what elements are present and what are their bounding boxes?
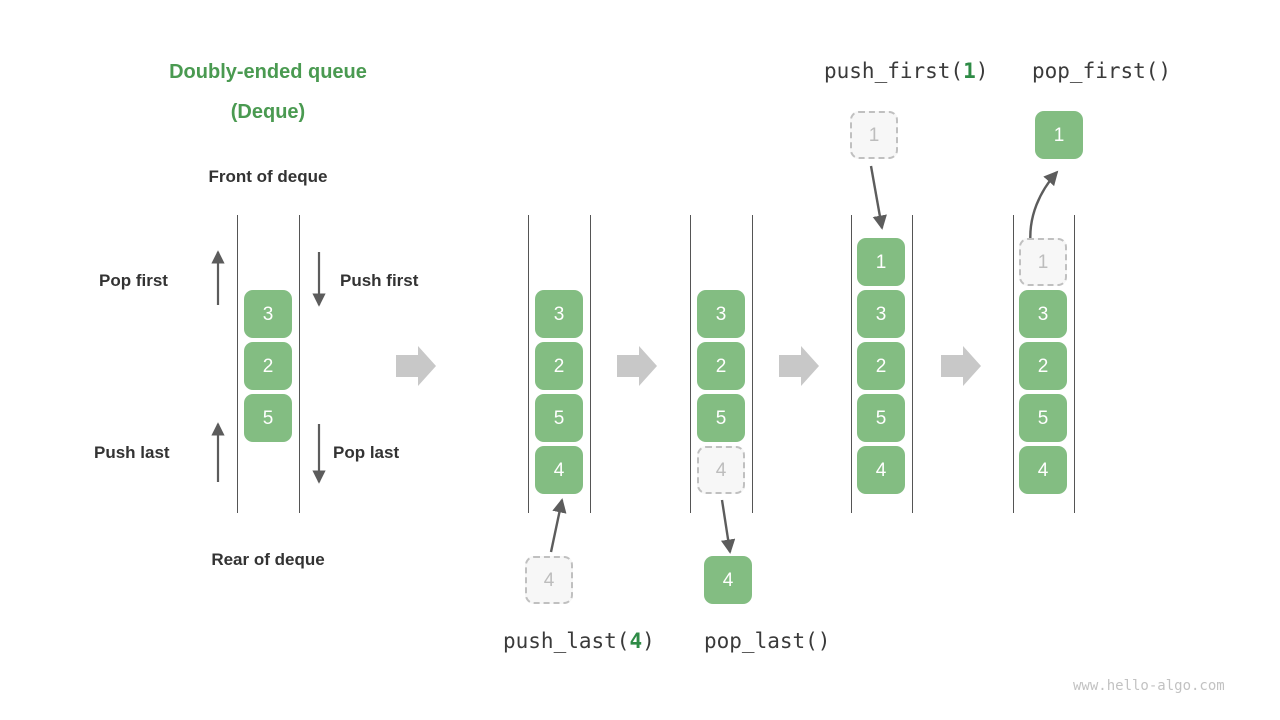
deque-rail-left	[690, 215, 691, 513]
deque-rail-left	[237, 215, 238, 513]
pop-first-label: Pop first	[99, 271, 168, 290]
deque-rail-left	[851, 215, 852, 513]
deque-rail-right	[1074, 215, 1075, 513]
pop-last-transfer-arrow	[720, 499, 736, 554]
pop-last-code-label: pop_last()	[704, 629, 831, 653]
pop-last-label: Pop last	[333, 443, 400, 462]
step-arrow-2	[617, 346, 657, 386]
node: 3	[535, 290, 583, 338]
node: 1	[857, 238, 905, 286]
diagram-title-line2: (Deque)	[230, 101, 306, 123]
step-arrow-1	[396, 346, 436, 386]
node: 2	[535, 342, 583, 390]
rear-of-deque-label: Rear of deque	[211, 550, 325, 569]
node: 5	[535, 394, 583, 442]
node: 2	[244, 342, 292, 390]
push-last-code-arg: 4	[629, 629, 643, 653]
deque-rail-left	[528, 215, 529, 513]
node: 5	[697, 394, 745, 442]
step-arrow-3	[779, 346, 819, 386]
diagram-title-line1: Doubly-ended queue	[169, 61, 367, 83]
push-last-code-close: )	[642, 629, 655, 653]
removed-node-ghost: 4	[697, 446, 745, 494]
watermark: www.hello-algo.com	[1073, 678, 1225, 694]
step-arrow-4	[941, 346, 981, 386]
node: 5	[244, 394, 292, 442]
node: 3	[1019, 290, 1067, 338]
deque-rail-right	[752, 215, 753, 513]
node: 2	[697, 342, 745, 390]
push-last-transfer-arrow	[549, 498, 567, 553]
node: 4	[1019, 446, 1067, 494]
incoming-node-ghost: 1	[850, 111, 898, 159]
node: 5	[1019, 394, 1067, 442]
outgoing-node: 4	[704, 556, 752, 604]
push-first-label: Push first	[340, 271, 419, 290]
deque-rail-right	[912, 215, 913, 513]
node: 3	[697, 290, 745, 338]
push-last-label: Push last	[94, 443, 170, 462]
outgoing-node: 1	[1035, 111, 1083, 159]
node: 4	[857, 446, 905, 494]
push-first-code-label: push_first(1)	[824, 59, 988, 83]
pop-first-transfer-arrow	[1029, 170, 1059, 249]
push-first-code-close: )	[975, 59, 989, 83]
removed-node-ghost: 1	[1019, 238, 1067, 286]
front-of-deque-label: Front of deque	[208, 167, 328, 186]
deque-rail-right	[590, 215, 591, 513]
node: 5	[857, 394, 905, 442]
pop-first-code-label: pop_first()	[1032, 59, 1172, 83]
node: 3	[857, 290, 905, 338]
push-first-code-arg: 1	[963, 59, 976, 83]
incoming-node-ghost: 4	[525, 556, 573, 604]
push-last-code-label: push_last(4)	[503, 629, 655, 653]
push-first-code-name: push_first(	[824, 59, 964, 83]
node: 3	[244, 290, 292, 338]
push-last-code-name: push_last(	[503, 629, 630, 653]
node: 4	[535, 446, 583, 494]
deque-rail-right	[299, 215, 300, 513]
node: 2	[1019, 342, 1067, 390]
node: 2	[857, 342, 905, 390]
deque-rail-left	[1013, 215, 1014, 513]
push-first-transfer-arrow	[869, 165, 887, 230]
